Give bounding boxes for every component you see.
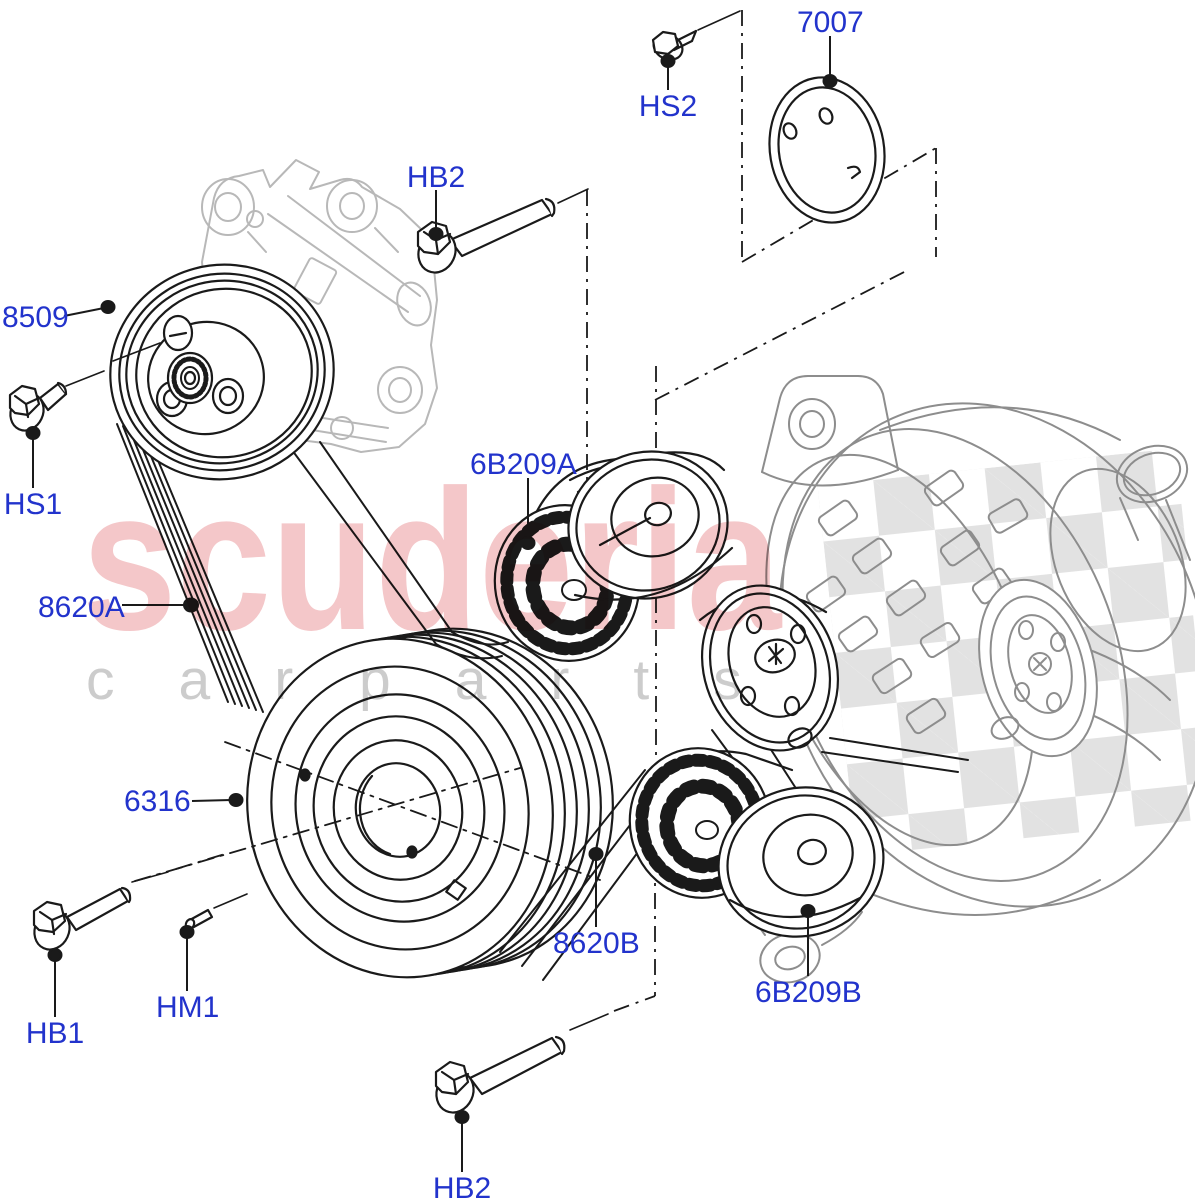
leader-lines: [25, 36, 838, 1172]
stud-HM1-drawing: [184, 893, 248, 930]
bolt-HB2-bottom-drawing: [434, 1013, 609, 1114]
part-label-HS1[interactable]: HS1: [3, 488, 63, 521]
part-label-6B209B[interactable]: 6B209B: [755, 976, 862, 1009]
idler-pulley-drawing: [698, 584, 840, 752]
part-label-8620A[interactable]: 8620A: [38, 591, 125, 624]
part-label-HM1[interactable]: HM1: [156, 991, 220, 1024]
compressor-drawing: [201, 159, 438, 453]
part-label-HB2-bottom[interactable]: HB2: [432, 1172, 492, 1200]
pulley-8509-drawing: [109, 263, 335, 481]
part-label-8620B[interactable]: 8620B: [553, 927, 640, 960]
alternator-drawing: [747, 375, 1195, 984]
bolt-HS2-drawing: [651, 10, 741, 61]
cover-plate-7007-drawing: [768, 76, 886, 224]
crank-pulley-6316-drawing: [246, 627, 614, 979]
watermark-tagline: car parts: [86, 648, 806, 712]
part-label-HS2[interactable]: HS2: [638, 90, 698, 123]
tensioner-6B209B-drawing: [628, 747, 885, 938]
part-label-HB1[interactable]: HB1: [25, 1017, 85, 1050]
bolt-HS1-drawing: [8, 342, 161, 432]
watermark-brand: scuderia: [82, 449, 782, 672]
alternator-pulley-drawing: [978, 578, 1098, 758]
part-label-8509[interactable]: 8509: [2, 301, 69, 334]
part-label-7007[interactable]: 7007: [797, 6, 864, 39]
bolt-HB1-drawing: [32, 871, 169, 951]
belt-8620A-drawing: [116, 423, 509, 713]
crank-axis-lines: [134, 741, 601, 882]
part-label-HB2-top[interactable]: HB2: [406, 161, 466, 194]
part-label-6B209A[interactable]: 6B209A: [470, 448, 577, 481]
part-label-6316[interactable]: 6316: [124, 785, 191, 818]
